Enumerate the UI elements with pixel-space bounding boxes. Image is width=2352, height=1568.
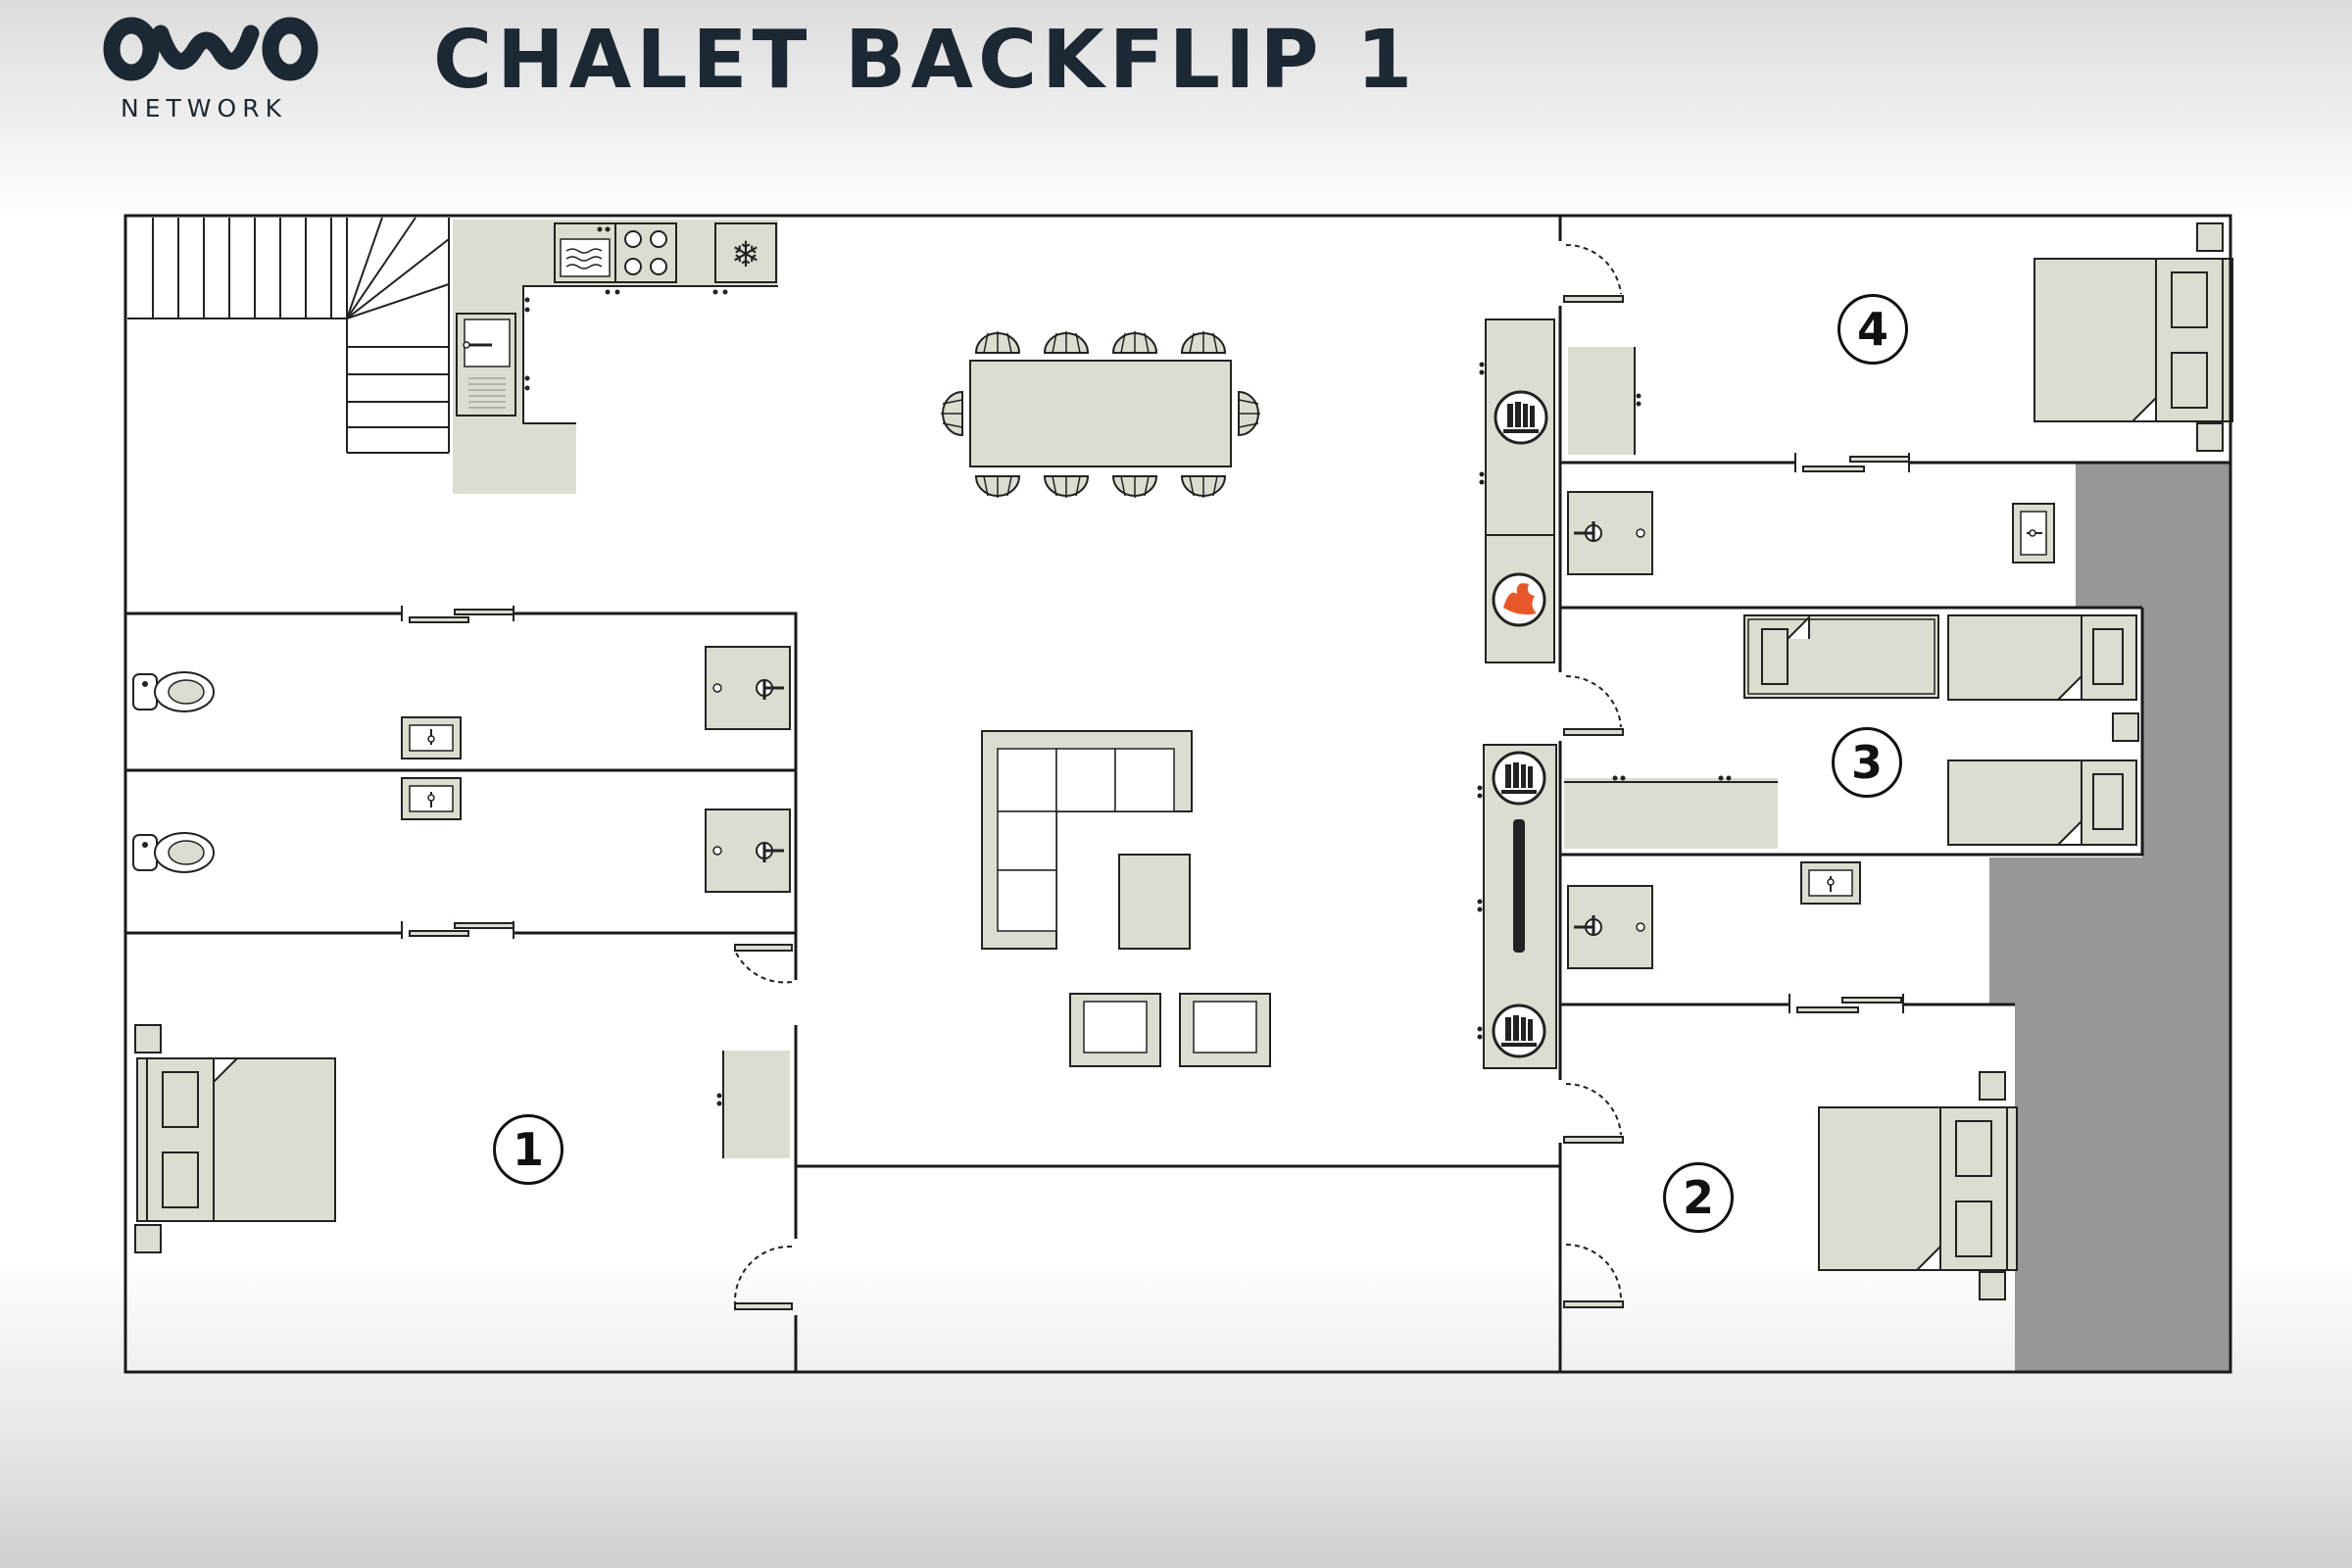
swing-doors [733, 243, 1624, 1310]
bathroom-d [1566, 861, 1861, 970]
books-icon [1494, 390, 1548, 445]
room-number-2: 2 [1663, 1162, 1734, 1233]
oven [554, 222, 616, 283]
page-title: CHALET BACKFLIP 1 [433, 14, 1418, 107]
room-number-3: 3 [1832, 727, 1902, 798]
bathroom-a [132, 645, 792, 760]
sectional-sofa [981, 730, 1193, 950]
sliding-doors [401, 453, 1910, 1013]
armchairs [1069, 993, 1271, 1067]
bedroom-4-furniture [1568, 222, 2233, 455]
bedroom-3-furniture [1564, 614, 2139, 849]
shelf-handles [1477, 362, 1485, 1040]
bedroom-1-furniture [134, 1024, 790, 1253]
tv-icon [1513, 819, 1525, 953]
staircase [127, 217, 450, 454]
coffee-table [1118, 854, 1191, 950]
bathroom-b [132, 777, 792, 894]
books-icon [1492, 751, 1546, 806]
books-icon [1492, 1004, 1546, 1058]
bathroom-c [1566, 490, 2055, 576]
cooktop [614, 222, 677, 283]
brand-name: NETWORK [121, 94, 287, 122]
room-number-1: 1 [493, 1114, 564, 1185]
kitchen-sink [456, 313, 516, 416]
onvo-logo [103, 17, 318, 81]
kitchen-counter [453, 220, 778, 494]
bedroom-2-furniture [1818, 1071, 2018, 1300]
room-number-4: 4 [1838, 294, 1908, 365]
dining-table [969, 360, 1232, 467]
svg-text:❄: ❄ [731, 235, 760, 275]
walls [123, 214, 2232, 1374]
fire-icon [1492, 572, 1546, 627]
exterior-zones [1989, 463, 2230, 1372]
kitchen-handles [524, 289, 728, 391]
fridge: ❄ [714, 222, 777, 283]
